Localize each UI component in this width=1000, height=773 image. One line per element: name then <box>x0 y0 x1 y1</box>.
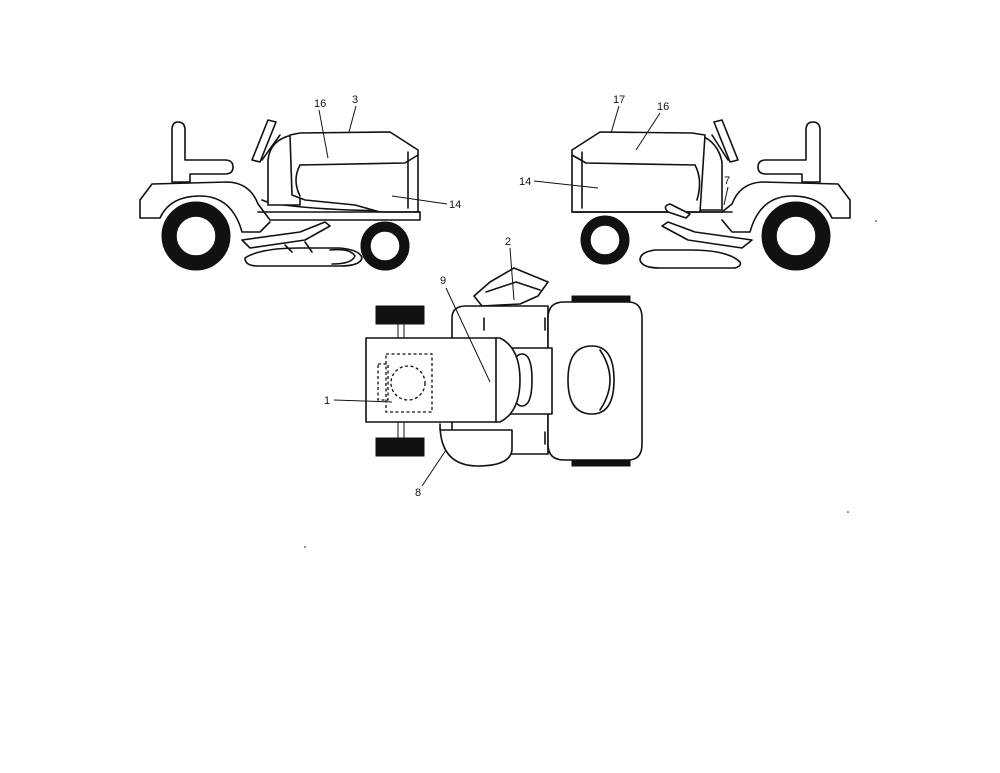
mower-deck <box>639 249 742 269</box>
callout-8-top: 8 <box>415 487 421 499</box>
rear-rim <box>175 215 217 257</box>
seat <box>171 121 234 183</box>
callout-3-left: 3 <box>352 94 358 106</box>
deck-chute <box>329 248 356 265</box>
mower-deck <box>244 247 363 267</box>
seat <box>757 121 821 183</box>
callout-17-right: 17 <box>613 94 625 106</box>
rear-fender <box>574 181 851 213</box>
foot-rest <box>661 221 753 249</box>
seat-back-top <box>599 349 611 411</box>
front-tire-upper <box>375 305 425 325</box>
deck-hanger <box>284 241 313 253</box>
steering-wheel <box>713 119 739 163</box>
hood <box>571 131 706 213</box>
chassis <box>721 195 851 233</box>
engine-outline <box>385 353 433 413</box>
hood <box>289 131 419 213</box>
deck-bulge <box>439 423 513 467</box>
steering-wheel <box>251 119 277 163</box>
tractor-top-view <box>365 267 643 467</box>
scan-specks <box>304 220 877 548</box>
chassis <box>139 195 271 233</box>
steering-column <box>261 134 281 161</box>
hood-top <box>365 337 521 423</box>
callouts-left-view: 16 3 14 <box>314 94 461 211</box>
callout-1-top: 1 <box>324 395 330 407</box>
seat-top <box>567 345 615 415</box>
callout-7-right: 7 <box>724 175 730 187</box>
callout-2-top: 2 <box>505 236 511 248</box>
callouts-right-view: 17 16 14 7 <box>519 94 730 206</box>
hood-curve <box>694 164 701 201</box>
hood-curve <box>295 164 301 197</box>
callout-9-top: 9 <box>440 275 446 287</box>
hood-line <box>299 154 419 166</box>
steering-column <box>711 134 729 161</box>
discharge-chute <box>473 267 549 307</box>
callout-16-right: 16 <box>657 101 669 113</box>
lift-lever-knob <box>664 203 691 219</box>
callouts-top-view: 2 9 1 8 <box>324 236 515 499</box>
callout-14-right: 14 <box>519 176 531 188</box>
chute-fold <box>485 281 541 293</box>
engine-outline-inner <box>377 363 389 401</box>
tractor-side-view-right <box>571 119 851 271</box>
front-rim <box>369 230 401 262</box>
engine-fan <box>390 365 426 401</box>
hood-line <box>571 154 696 166</box>
tractor-side-view-left <box>139 119 421 271</box>
front-tire-lower <box>375 437 425 457</box>
foot-rest <box>241 221 331 249</box>
callout-14-left: 14 <box>449 199 461 211</box>
callout-16-left: 16 <box>314 98 326 110</box>
front-rim <box>589 224 621 256</box>
rear-rim <box>775 215 817 257</box>
